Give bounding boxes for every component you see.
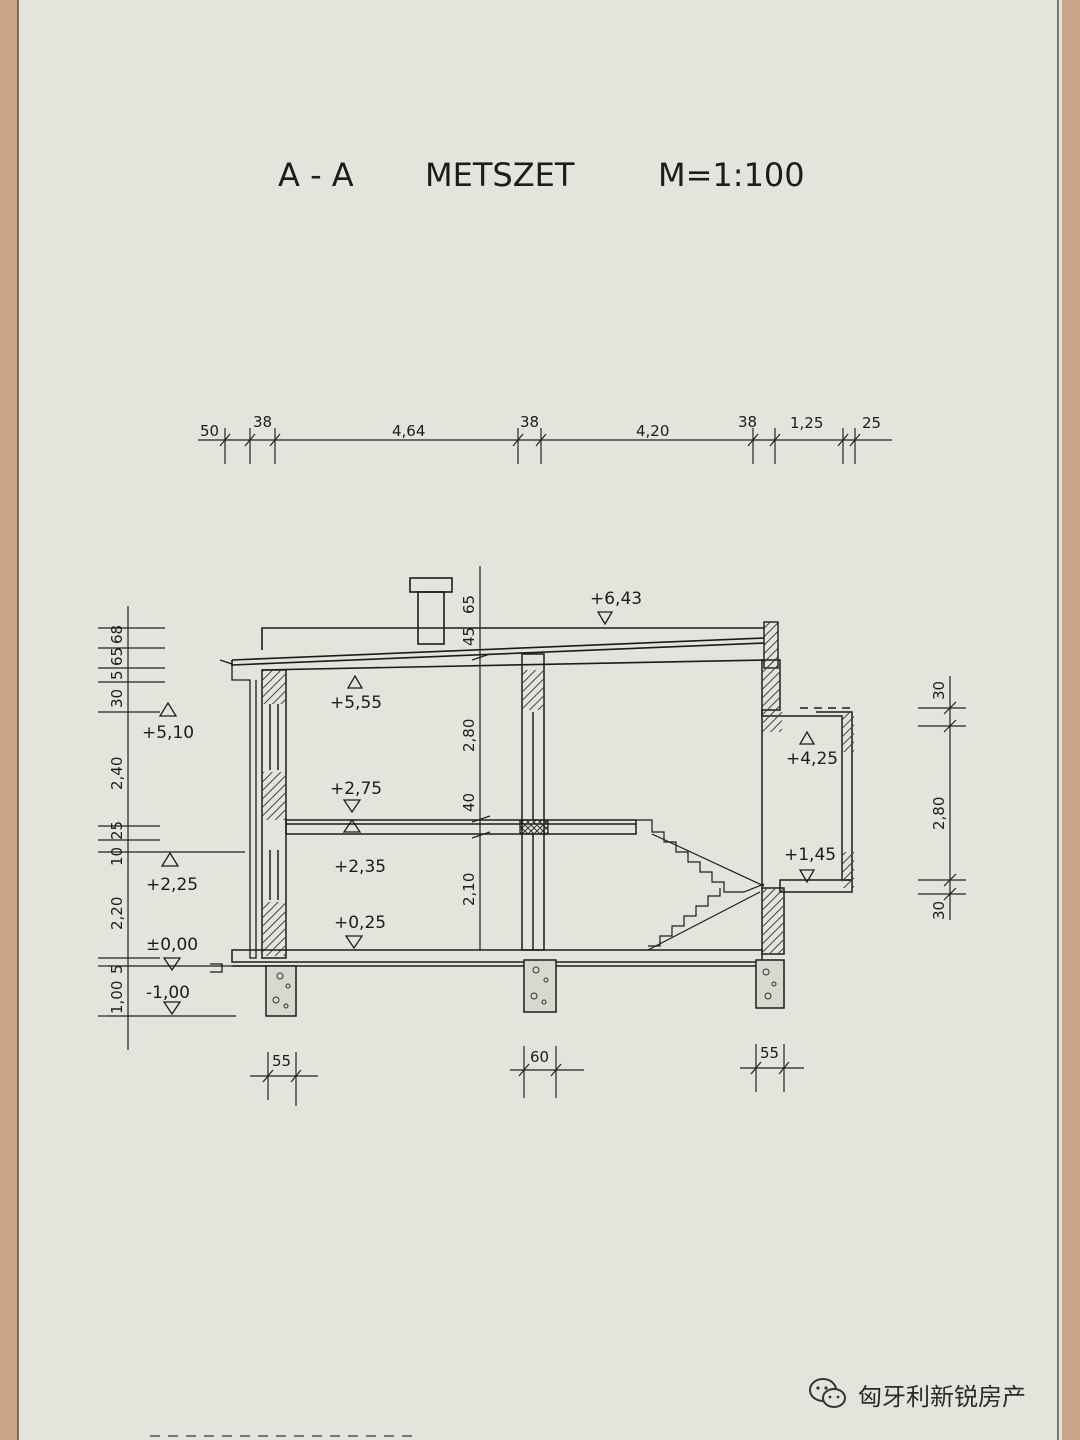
- left-dimension-chain: [98, 606, 245, 1050]
- roof: [231, 627, 765, 671]
- left-dim-68: 68: [108, 625, 126, 644]
- left-dim-10: 10: [108, 847, 126, 866]
- level-annex-top: +4,25: [786, 749, 838, 769]
- left-dim-65: 65: [108, 647, 126, 666]
- paper: [18, 0, 1062, 1440]
- right-dimension-chain: [918, 676, 966, 920]
- bottom-dimension-chains: [250, 1044, 804, 1106]
- chimney: [409, 577, 453, 645]
- level-upper-ext: +5,10: [142, 723, 194, 743]
- top-dim-6: 38: [738, 413, 757, 431]
- right-dim-30a: 30: [930, 681, 948, 700]
- annex-wall-bottom: [842, 852, 854, 888]
- level-zero: ±0,00: [146, 935, 198, 955]
- level-annex-floor: +1,45: [784, 845, 836, 865]
- top-dim-4: 38: [520, 413, 539, 431]
- right-dimension-labels: 30 2,80 30: [930, 681, 948, 920]
- level-roof-top: +6,43: [590, 589, 642, 609]
- annex-wall-top: [842, 712, 854, 752]
- level-lower-ext: +2,25: [146, 875, 198, 895]
- roof-dimension-labels: 65 45 2,80 40 2,10: [460, 595, 478, 906]
- top-dimension-chain: [198, 428, 892, 464]
- roof-dim-45: 45: [460, 627, 478, 646]
- right-wall-lower: [762, 888, 784, 954]
- bottom-dim-right: 55: [760, 1044, 779, 1062]
- roof-dim-65: 65: [460, 595, 478, 614]
- floor-slabs: [231, 819, 763, 967]
- bottom-dim-left: 55: [272, 1052, 291, 1070]
- level-markers: [158, 611, 816, 1016]
- level-foundation: -1,00: [146, 983, 190, 1003]
- left-dim-30: 30: [108, 689, 126, 708]
- watermark: 匈牙利新锐房产: [808, 1374, 1026, 1414]
- level-labels: +6,43 +5,55 +5,10 +4,25 +2,75 +2,35 +2,2…: [142, 589, 838, 1003]
- wechat-icon: [809, 1378, 846, 1408]
- top-dim-2: 38: [253, 413, 272, 431]
- watermark-text: 匈牙利新锐房产: [858, 1382, 1026, 1411]
- level-upper-ceiling: +5,55: [330, 693, 382, 713]
- slab-beam: [519, 819, 549, 835]
- level-upper-floor: +2,75: [330, 779, 382, 799]
- left-dim-25: 25: [108, 821, 126, 840]
- left-dimension-labels: 68 65 5 30 2,40 25 10 2,20 5 1,00: [108, 625, 126, 1014]
- left-dim-5a: 5: [108, 670, 126, 680]
- bottom-dim-center: 60: [530, 1048, 549, 1066]
- roof-dimension-chain: [471, 566, 491, 950]
- title-section-id: A - A: [278, 156, 354, 194]
- annex-roof-edge: [762, 708, 782, 732]
- title-section-name: METSZET: [425, 156, 575, 194]
- interior-dim-lower: 2,10: [460, 873, 478, 906]
- right-wall-upper: [762, 660, 780, 710]
- level-ground-floor: +0,25: [334, 913, 386, 933]
- top-dim-5: 4,20: [636, 422, 669, 440]
- level-lower-ceiling: +2,35: [334, 857, 386, 877]
- foundation-aggregate: [272, 966, 777, 1009]
- left-dim-100: 1,00: [108, 981, 126, 1014]
- staircase: [636, 819, 765, 951]
- wall-segment-mid: [262, 772, 286, 820]
- top-dim-3: 4,64: [392, 422, 425, 440]
- right-dim-280: 2,80: [930, 797, 948, 830]
- central-column: [521, 653, 545, 951]
- rain-downpipe: [210, 659, 257, 973]
- wall-segment-top: [262, 670, 286, 704]
- left-dim-240: 2,40: [108, 757, 126, 790]
- interior-dim-upper: 2,80: [460, 719, 478, 752]
- interior-dim-slab: 40: [460, 793, 478, 812]
- wall-segment-low: [262, 902, 286, 956]
- right-dim-30b: 30: [930, 901, 948, 920]
- top-dim-1: 50: [200, 422, 219, 440]
- column-segment: [522, 670, 544, 710]
- title-scale: M=1:100: [658, 156, 805, 194]
- top-dim-7: 1,25: [790, 414, 823, 432]
- left-dim-5b: 5: [108, 964, 126, 974]
- foundations: [265, 959, 785, 1017]
- top-dim-8: 25: [862, 414, 881, 432]
- left-dim-220: 2,20: [108, 897, 126, 930]
